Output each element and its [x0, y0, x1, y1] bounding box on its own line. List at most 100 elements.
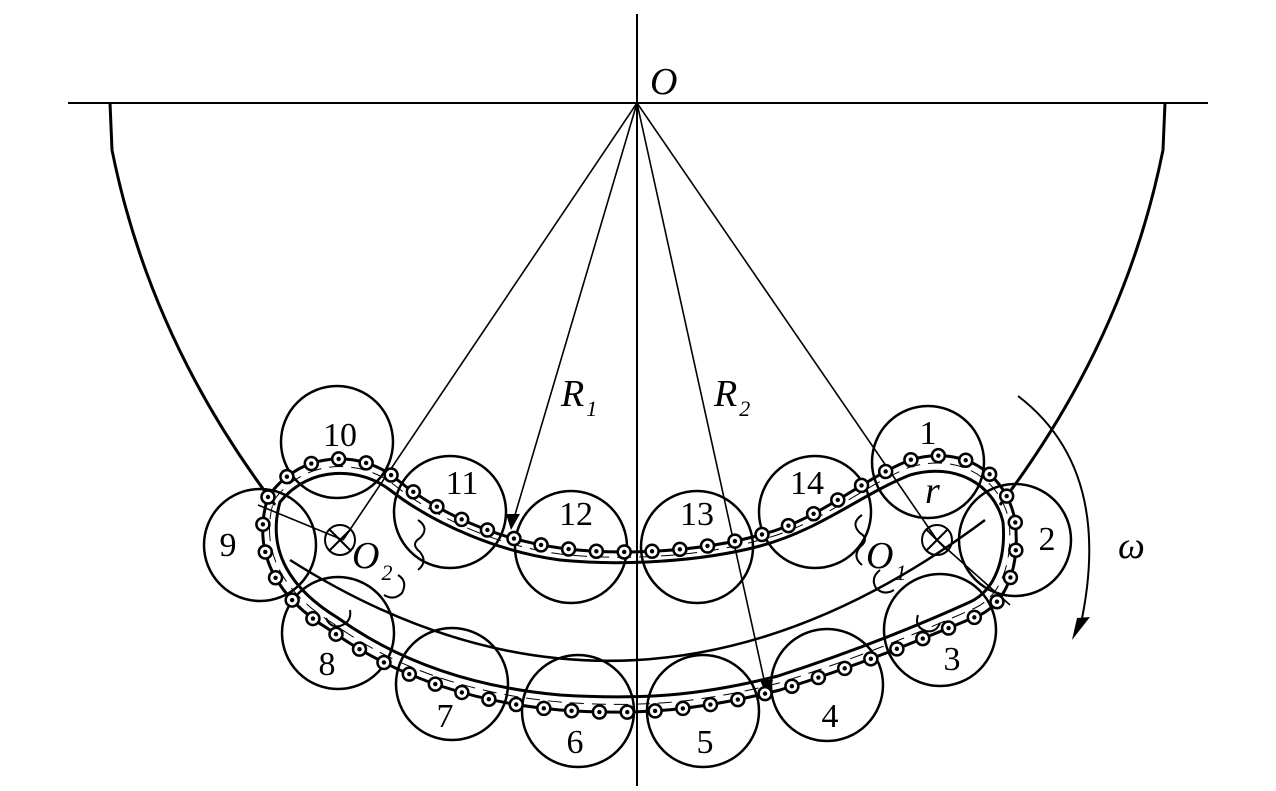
chain-roller [940, 620, 957, 636]
chain-roller [836, 660, 853, 677]
tube-number-13: 13 [680, 496, 714, 533]
tube-circle-2 [957, 482, 1073, 598]
chain-roller [401, 666, 418, 682]
chain-roller [328, 626, 344, 642]
chain-roller [805, 506, 822, 522]
chain-roller [260, 489, 276, 505]
chain-roller [267, 570, 284, 586]
chain-roller [957, 452, 974, 469]
tube-number-8: 8 [319, 646, 336, 683]
chain-roller [877, 463, 894, 480]
arrow-head-r1 [506, 514, 520, 530]
small-radius-label: r [925, 470, 940, 512]
chain-roller [305, 610, 321, 627]
chain-roller [427, 676, 444, 692]
chain-roller [702, 696, 719, 713]
tube-number-5: 5 [697, 724, 714, 761]
chain-roller [405, 484, 422, 500]
chain-rollers [255, 447, 1024, 720]
tube-number-3: 3 [944, 641, 961, 678]
sprocket-label-o2: O2 [352, 535, 392, 585]
chain-roller [619, 704, 636, 720]
chain-roller [672, 541, 688, 558]
support-link-left [257, 504, 344, 541]
chain-roller [810, 669, 827, 686]
tube-number-11: 11 [446, 465, 479, 502]
chain-roller [279, 468, 295, 485]
chain-belt-inner [274, 469, 1006, 699]
chain-roller [754, 526, 770, 543]
chain-roller [255, 516, 271, 533]
sprocket-left [324, 519, 426, 628]
chain-roller [853, 477, 870, 494]
chain-roller [536, 700, 552, 717]
sprocket-label-o1: O1 [866, 535, 906, 585]
chain-roller [616, 544, 632, 560]
rotation-arrow-head [1072, 617, 1090, 640]
rotation-label: ω [1118, 525, 1145, 567]
chain-roller [647, 703, 663, 719]
chain-roller [429, 498, 445, 515]
tube-number-10: 10 [323, 417, 357, 454]
chain-roller [376, 654, 392, 671]
chain-roller [915, 630, 931, 647]
tube-circle-8 [280, 575, 396, 691]
radius-label-r2: R2 [713, 373, 750, 421]
tube-number-9: 9 [220, 527, 237, 564]
tube-number-7: 7 [437, 698, 454, 735]
chain-roller [784, 678, 800, 694]
chain-roller [383, 467, 399, 483]
chain-roller [351, 641, 368, 657]
chain-roller [591, 704, 608, 720]
chain-roller [727, 533, 743, 549]
chain-roller [330, 451, 347, 467]
chain-roller [675, 700, 691, 717]
radius-label-r1: R1 [560, 373, 597, 421]
chain-roller [454, 684, 470, 701]
tube-number-14: 14 [790, 465, 824, 502]
tube-number-2: 2 [1039, 521, 1056, 558]
chain-roller [588, 543, 605, 560]
chain-roller [1002, 569, 1019, 586]
chain-roller [358, 455, 374, 471]
chain-roller [830, 492, 846, 508]
chain-roller [930, 447, 947, 464]
chain-roller [780, 517, 797, 534]
tube-circle-10 [279, 384, 395, 500]
chain-roller [1007, 514, 1024, 531]
chain-roller [889, 641, 905, 657]
chain-roller [863, 651, 879, 667]
tube-circle-9 [202, 487, 318, 603]
tube-circle-11 [392, 454, 508, 570]
tube-number-4: 4 [822, 698, 839, 735]
chain-roller [303, 455, 320, 472]
tube-number-12: 12 [559, 496, 593, 533]
chain-roller [533, 537, 549, 553]
chain-roller [730, 691, 746, 708]
chain-roller [257, 544, 274, 560]
tube-circle-14 [757, 454, 873, 570]
tube-number-1: 1 [920, 415, 937, 452]
chain-roller [481, 691, 497, 707]
chain-roller [508, 696, 524, 713]
chain-roller [453, 511, 470, 528]
chain-roller [506, 530, 522, 547]
chain-roller [989, 593, 1005, 610]
chain-roller [699, 538, 716, 554]
chain-roller [560, 541, 577, 557]
chain-roller [998, 488, 1015, 504]
chain-roller [757, 685, 773, 702]
chain-roller [966, 609, 983, 626]
chain-roller [903, 451, 919, 468]
chain-roller [644, 543, 660, 560]
tube-circle-3 [882, 572, 998, 688]
tube-number-6: 6 [567, 724, 584, 761]
origin-label: O [650, 61, 677, 103]
tube-circle-7 [394, 626, 510, 742]
outer-arc [108, 102, 1167, 506]
tube-circle-1 [870, 404, 986, 520]
chain-roller [563, 703, 580, 719]
chain-roller [981, 466, 998, 482]
